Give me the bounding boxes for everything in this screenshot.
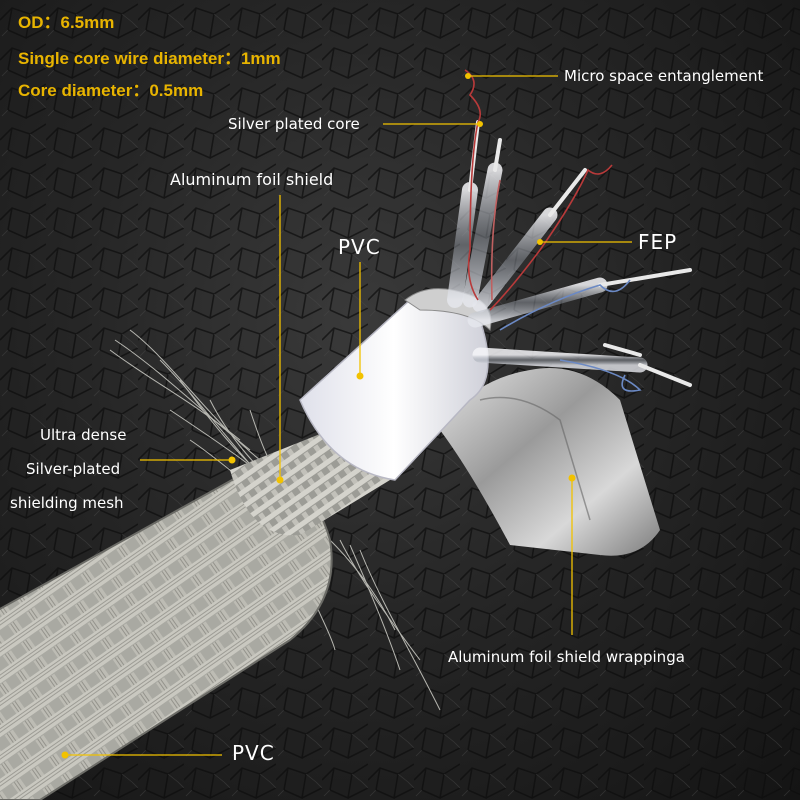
- label-silver-plated: Silver-plated: [26, 460, 121, 478]
- label-pvc-outer: PVC: [232, 741, 275, 765]
- spec-core-diameter: Core diameter：0.5mm: [18, 81, 204, 100]
- label-shielding-mesh: shielding mesh: [10, 494, 124, 512]
- label-fep: FEP: [638, 230, 678, 254]
- spec-outer-diameter: OD：6.5mm: [18, 13, 115, 32]
- label-aluminum-foil-shield: Aluminum foil shield: [170, 170, 334, 189]
- label-ultra-dense: Ultra dense: [40, 426, 127, 444]
- label-micro-space-entanglement: Micro space entanglement: [564, 67, 764, 85]
- spec-single-core-diameter: Single core wire diameter：1mm: [18, 49, 281, 68]
- label-silver-plated-core: Silver plated core: [228, 115, 360, 133]
- label-pvc-inner: PVC: [338, 235, 381, 259]
- label-aluminum-foil-shield-wrapping: Aluminum foil shield wrappinga: [448, 648, 685, 666]
